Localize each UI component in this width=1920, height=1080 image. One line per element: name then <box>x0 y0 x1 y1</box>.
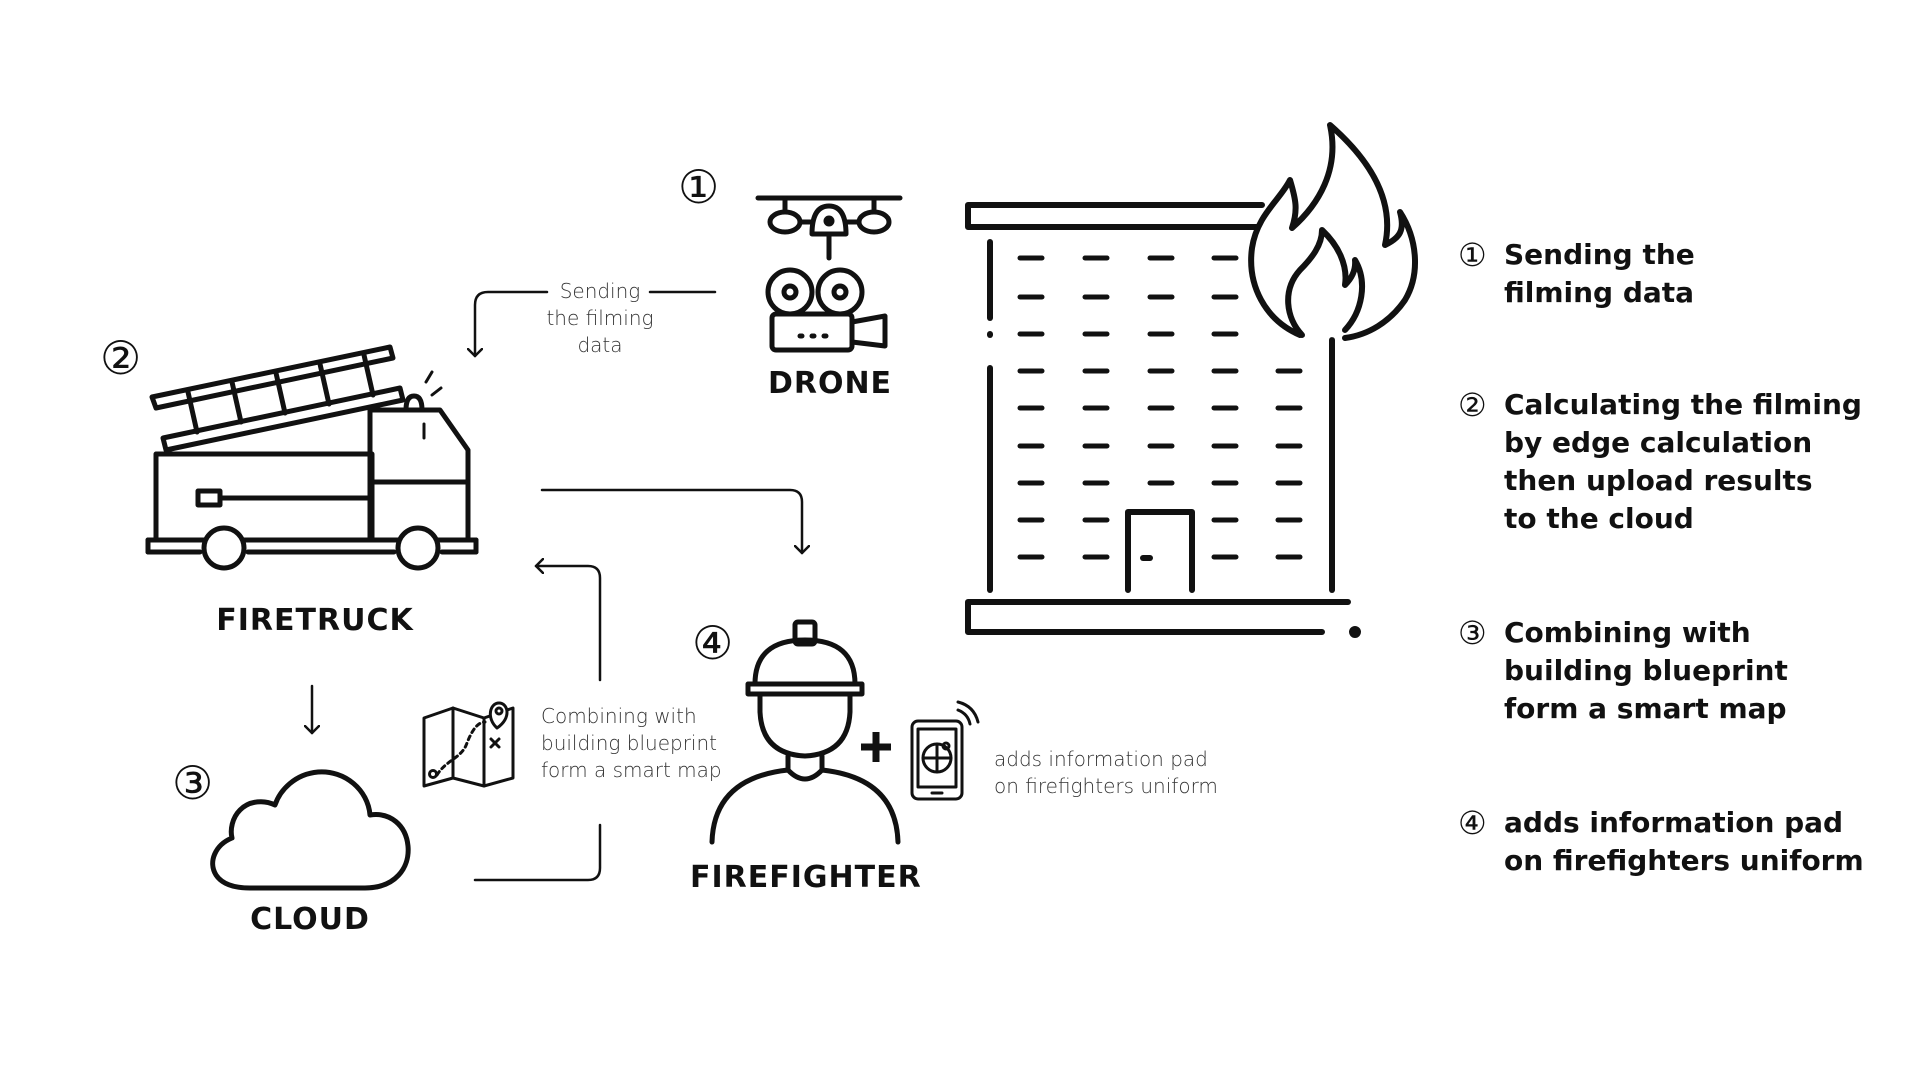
caption-info-pad: adds information pad on firefighters uni… <box>994 747 1218 798</box>
arrow-truck-to-firefighter <box>540 488 802 555</box>
legend-item-text: Calculating the filming by edge calculat… <box>1504 388 1862 535</box>
legend-item-number: ③ <box>1458 614 1487 652</box>
plus-icon <box>861 732 891 762</box>
legend-item-text: Combining with building blueprint form a… <box>1504 616 1788 725</box>
arrow-cloud-to-truck-upper <box>534 566 602 682</box>
flame-icon <box>1248 122 1418 341</box>
flow-arrows <box>312 290 802 882</box>
cloud-label: CLOUD <box>250 902 370 937</box>
firefighter-icon <box>709 619 901 845</box>
firetruck-label: FIRETRUCK <box>216 603 414 638</box>
legend-item-number: ① <box>1458 236 1487 274</box>
firetruck-step-number: ② <box>100 331 142 385</box>
firetruck-icon <box>145 344 479 571</box>
map-icon <box>422 701 515 788</box>
caption-smart-map: Combining with building blueprint form a… <box>541 704 722 782</box>
legend-item-number: ② <box>1458 386 1487 424</box>
legend-item-number: ④ <box>1458 804 1487 842</box>
legend-item-text: adds information pad on firefighters uni… <box>1504 806 1864 877</box>
arrow-drone-to-truck-head <box>475 290 549 358</box>
arrow-cloud-to-truck-lower <box>473 823 602 882</box>
cloud-step-number: ③ <box>172 756 214 810</box>
firefighter-label: FIREFIGHTER <box>690 860 922 895</box>
firefighter-step-number: ④ <box>692 616 734 670</box>
drone-icon <box>755 195 903 353</box>
caption-sending-filming-data: Sending the filming data <box>546 279 654 357</box>
legend-item-text: Sending the filming data <box>1504 238 1695 309</box>
burning-building-icon <box>965 202 1361 638</box>
tablet-icon <box>910 700 980 801</box>
drone-label: DRONE <box>767 366 893 401</box>
drone-step-number: ① <box>678 160 720 214</box>
cloud-icon <box>210 769 411 891</box>
